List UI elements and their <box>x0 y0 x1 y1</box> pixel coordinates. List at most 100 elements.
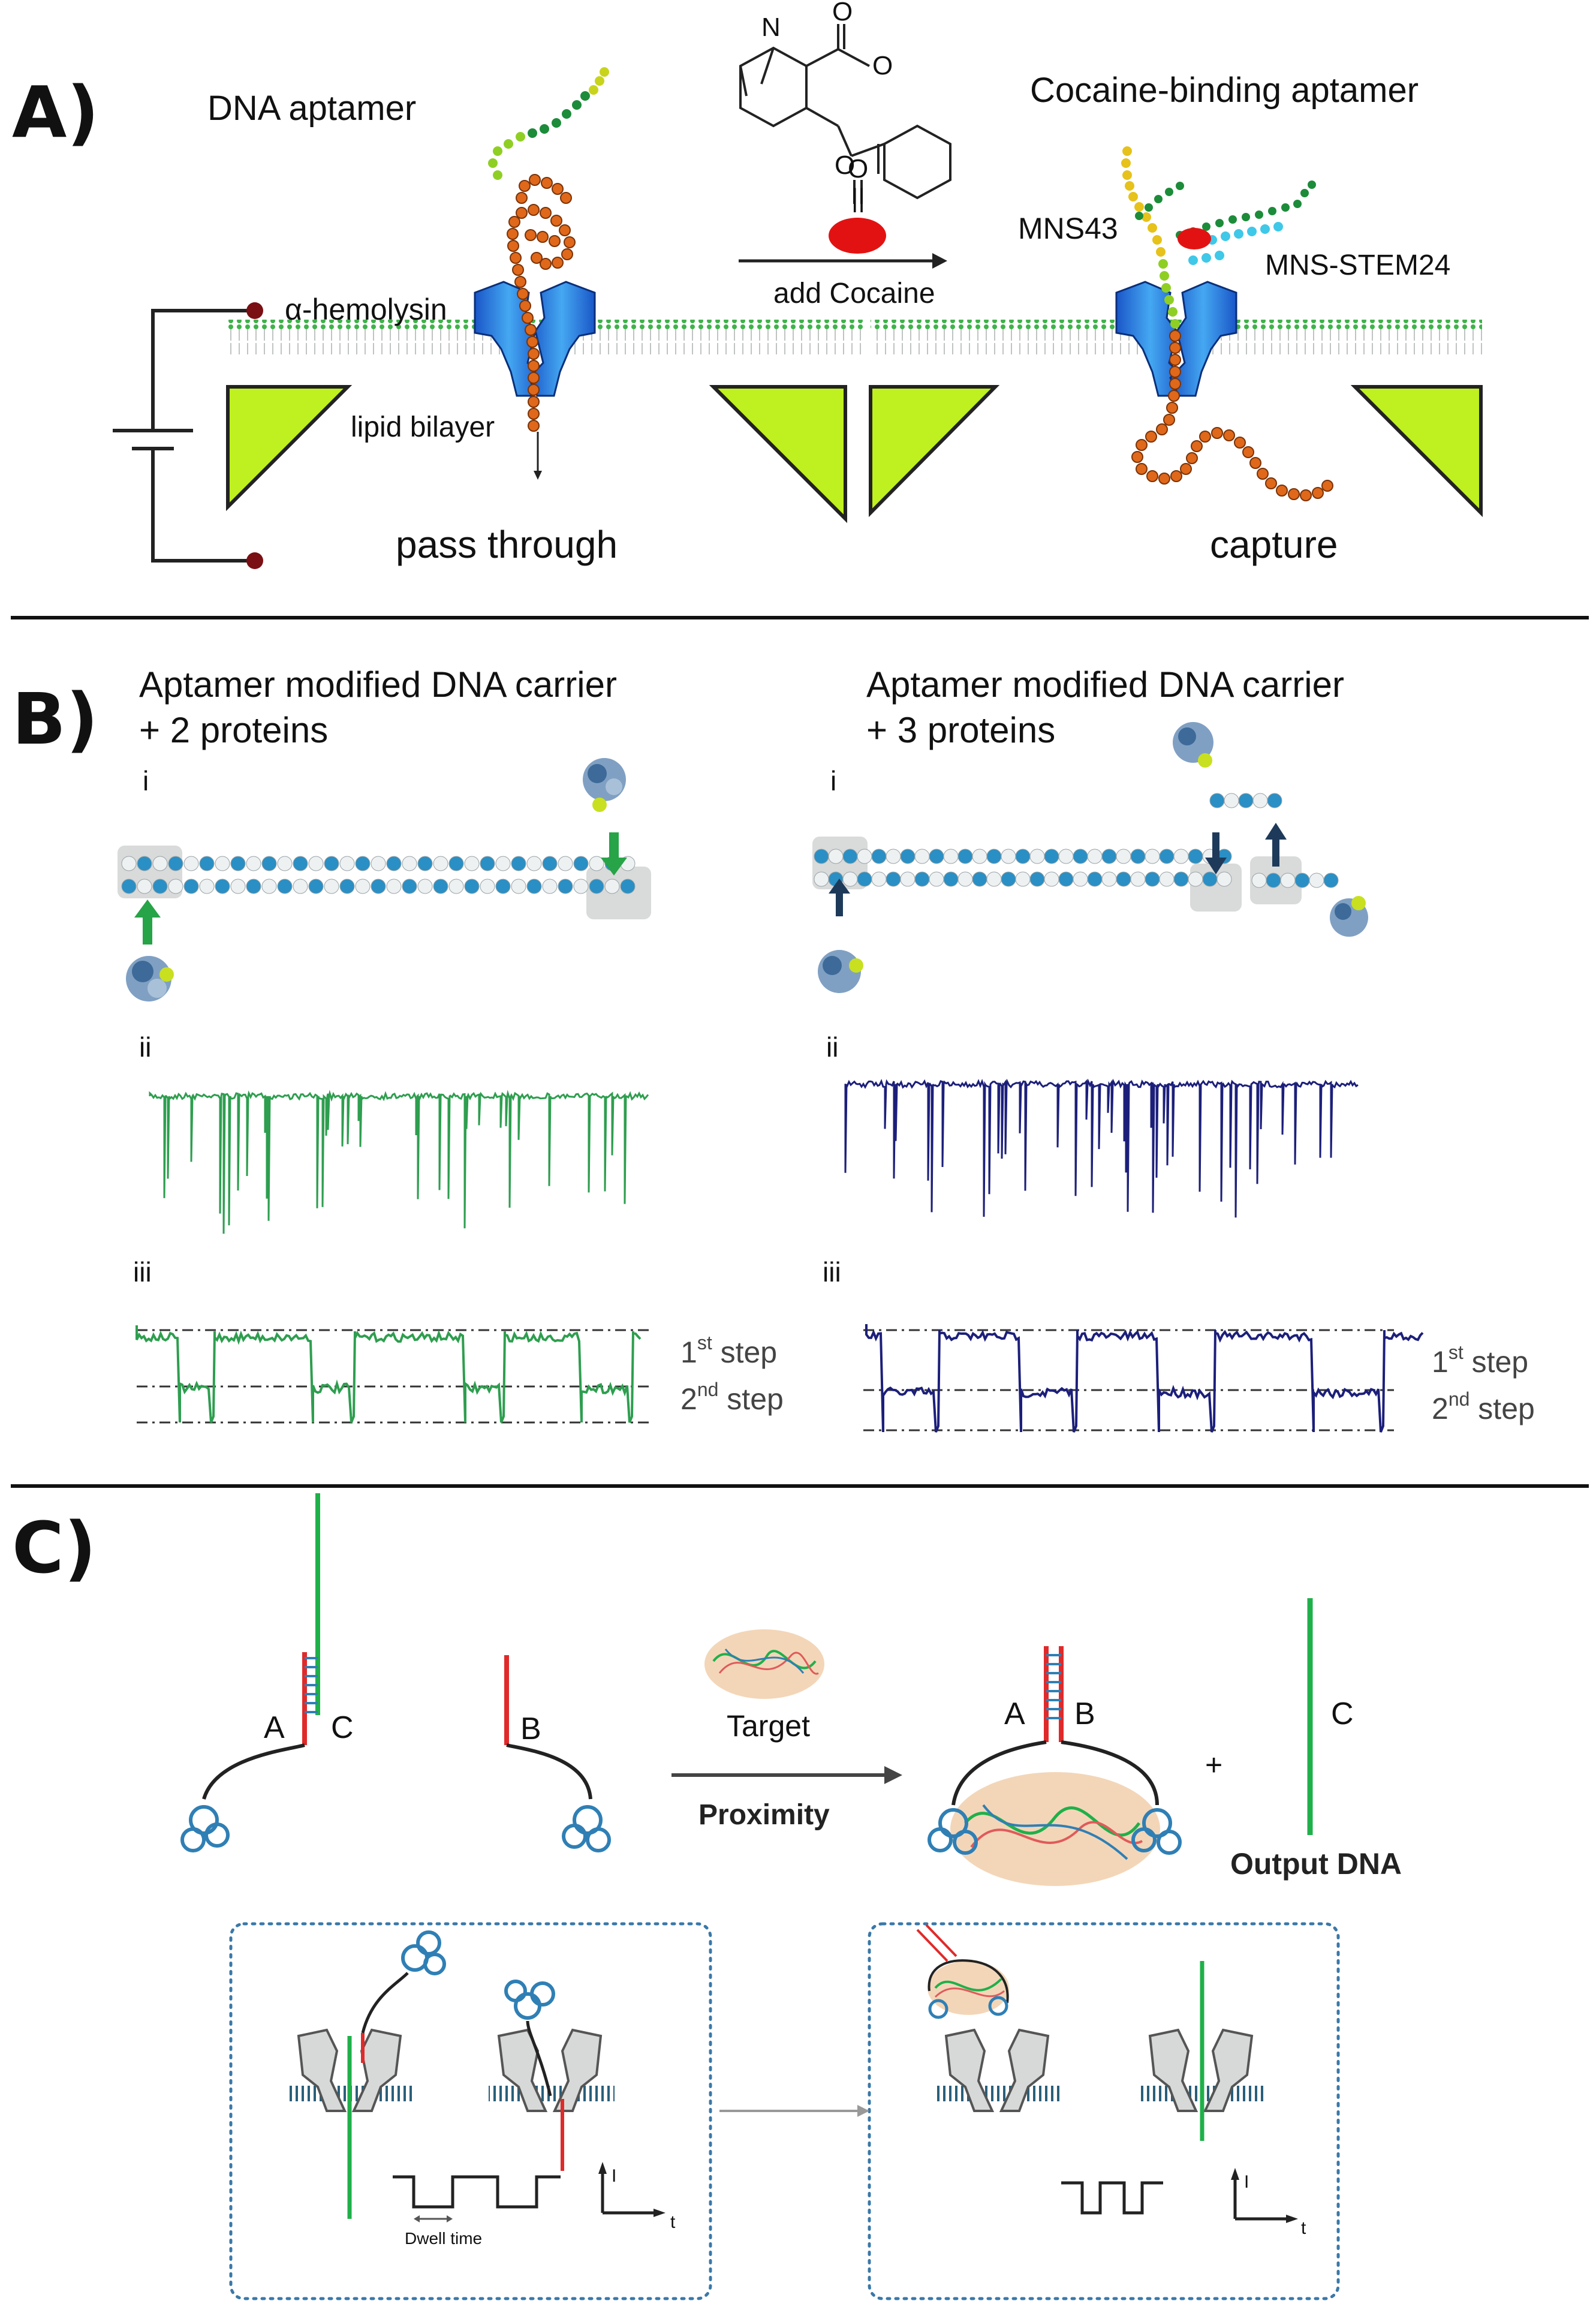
dna-bead <box>230 856 246 871</box>
dna-bead <box>1202 871 1218 887</box>
dna-bead <box>261 856 277 871</box>
dna-bead <box>1101 849 1117 864</box>
dwell-time-label: Dwell time <box>405 2229 482 2248</box>
box-before-content <box>288 1930 665 2222</box>
panel-c: C) A C B Target Proxim <box>12 1493 1402 2300</box>
add-cocaine-arrowhead <box>932 253 947 269</box>
dna-bead <box>215 856 230 871</box>
target-label: Target <box>727 1709 810 1743</box>
dna-bead <box>339 879 355 894</box>
dna-bead <box>183 879 199 894</box>
lipid-bilayer-label: lipid bilayer <box>351 411 495 443</box>
dna-bead <box>480 879 495 894</box>
dna-bead <box>1267 793 1282 808</box>
dna-bead <box>929 849 944 864</box>
capture-label: capture <box>1210 523 1338 566</box>
dna-bead <box>1294 873 1310 888</box>
dna-bead <box>1116 871 1131 887</box>
dna-bead <box>1173 849 1189 864</box>
dna-bead <box>814 871 829 887</box>
dna-bead <box>355 879 371 894</box>
dna-bead <box>464 879 480 894</box>
probe-b-label: B <box>520 1712 541 1746</box>
dna-bead <box>1209 793 1225 808</box>
dna-bead <box>246 856 261 871</box>
complex-a-b <box>928 1646 1182 1886</box>
dna-bead <box>1001 849 1016 864</box>
dna-bead <box>814 849 829 864</box>
cocaine-bound <box>1178 228 1211 249</box>
dna-strand-right <box>1121 146 1333 501</box>
dna-strand-left <box>488 67 609 480</box>
dna-bead <box>371 856 386 871</box>
right-label-i: i <box>830 765 836 796</box>
circuit <box>113 309 255 563</box>
dna-bead <box>604 879 620 894</box>
panel-b: B) Aptamer modified DNA carrier + 2 prot… <box>12 664 1535 1433</box>
dna-bead <box>986 849 1002 864</box>
dna-bead <box>1145 849 1160 864</box>
dna-bead <box>371 879 386 894</box>
dna-bead <box>620 879 636 894</box>
panel-c-letter: C) <box>12 1506 97 1589</box>
dna-bead <box>230 879 246 894</box>
dna-bead <box>386 856 402 871</box>
dna-bead <box>433 856 448 871</box>
dna-bead <box>199 879 215 894</box>
dna-bead <box>1087 871 1103 887</box>
panel-a: A) <box>12 0 1483 569</box>
right-title-line1: Aptamer modified DNA carrier <box>866 664 1344 705</box>
right-label-iii: iii <box>823 1256 841 1288</box>
dna-bead <box>417 856 433 871</box>
dna-bead <box>526 879 542 894</box>
dna-bead <box>511 879 526 894</box>
dna-bead <box>433 879 448 894</box>
right-step1: 1st step <box>1432 1342 1528 1379</box>
add-cocaine-label: add Cocaine <box>773 278 935 309</box>
dna-bead <box>1130 849 1146 864</box>
dna-bead <box>480 856 495 871</box>
dna-bead <box>1015 871 1031 887</box>
dna-bead <box>1266 873 1281 888</box>
pass-through-label: pass through <box>396 523 618 566</box>
axis-t-right: t <box>1301 2218 1306 2238</box>
dna-bead <box>183 856 199 871</box>
support-left-2 <box>709 385 847 524</box>
dna-bead <box>589 879 604 894</box>
complex-b-label: B <box>1074 1697 1095 1731</box>
left-step1: 1st step <box>680 1332 777 1369</box>
dna-bead <box>293 856 308 871</box>
dna-bead <box>168 856 183 871</box>
dna-bead <box>511 856 526 871</box>
axis-i-left: I <box>612 2166 616 2186</box>
electrode-top <box>246 302 263 319</box>
dna-bead <box>402 879 417 894</box>
dna-bead <box>1224 793 1239 808</box>
dna-bead <box>972 871 987 887</box>
left-step2: 2nd step <box>680 1379 784 1416</box>
dna-bead <box>857 871 872 887</box>
proximity-arrowhead <box>884 1766 902 1784</box>
dna-bead <box>448 879 464 894</box>
dna-bead <box>526 856 542 871</box>
dna-bead <box>986 871 1002 887</box>
dna-bead <box>1280 873 1296 888</box>
chem-n: N <box>761 13 781 42</box>
dna-bead <box>152 856 168 871</box>
dna-bead <box>573 879 589 894</box>
right-trace-iii <box>863 1324 1424 1433</box>
left-label-ii: ii <box>139 1031 151 1063</box>
electrode-bottom <box>246 552 263 569</box>
dna-bead <box>542 856 558 871</box>
dna-bead <box>943 871 959 887</box>
dna-bead <box>308 856 324 871</box>
dna-bead <box>943 849 959 864</box>
left-title-line1: Aptamer modified DNA carrier <box>139 664 617 705</box>
dna-bead <box>900 871 916 887</box>
dna-bead <box>900 849 916 864</box>
left-label-i: i <box>143 765 149 796</box>
dna-bead <box>324 879 339 894</box>
output-dna-label: Output DNA <box>1230 1847 1402 1881</box>
dna-bead <box>464 856 480 871</box>
